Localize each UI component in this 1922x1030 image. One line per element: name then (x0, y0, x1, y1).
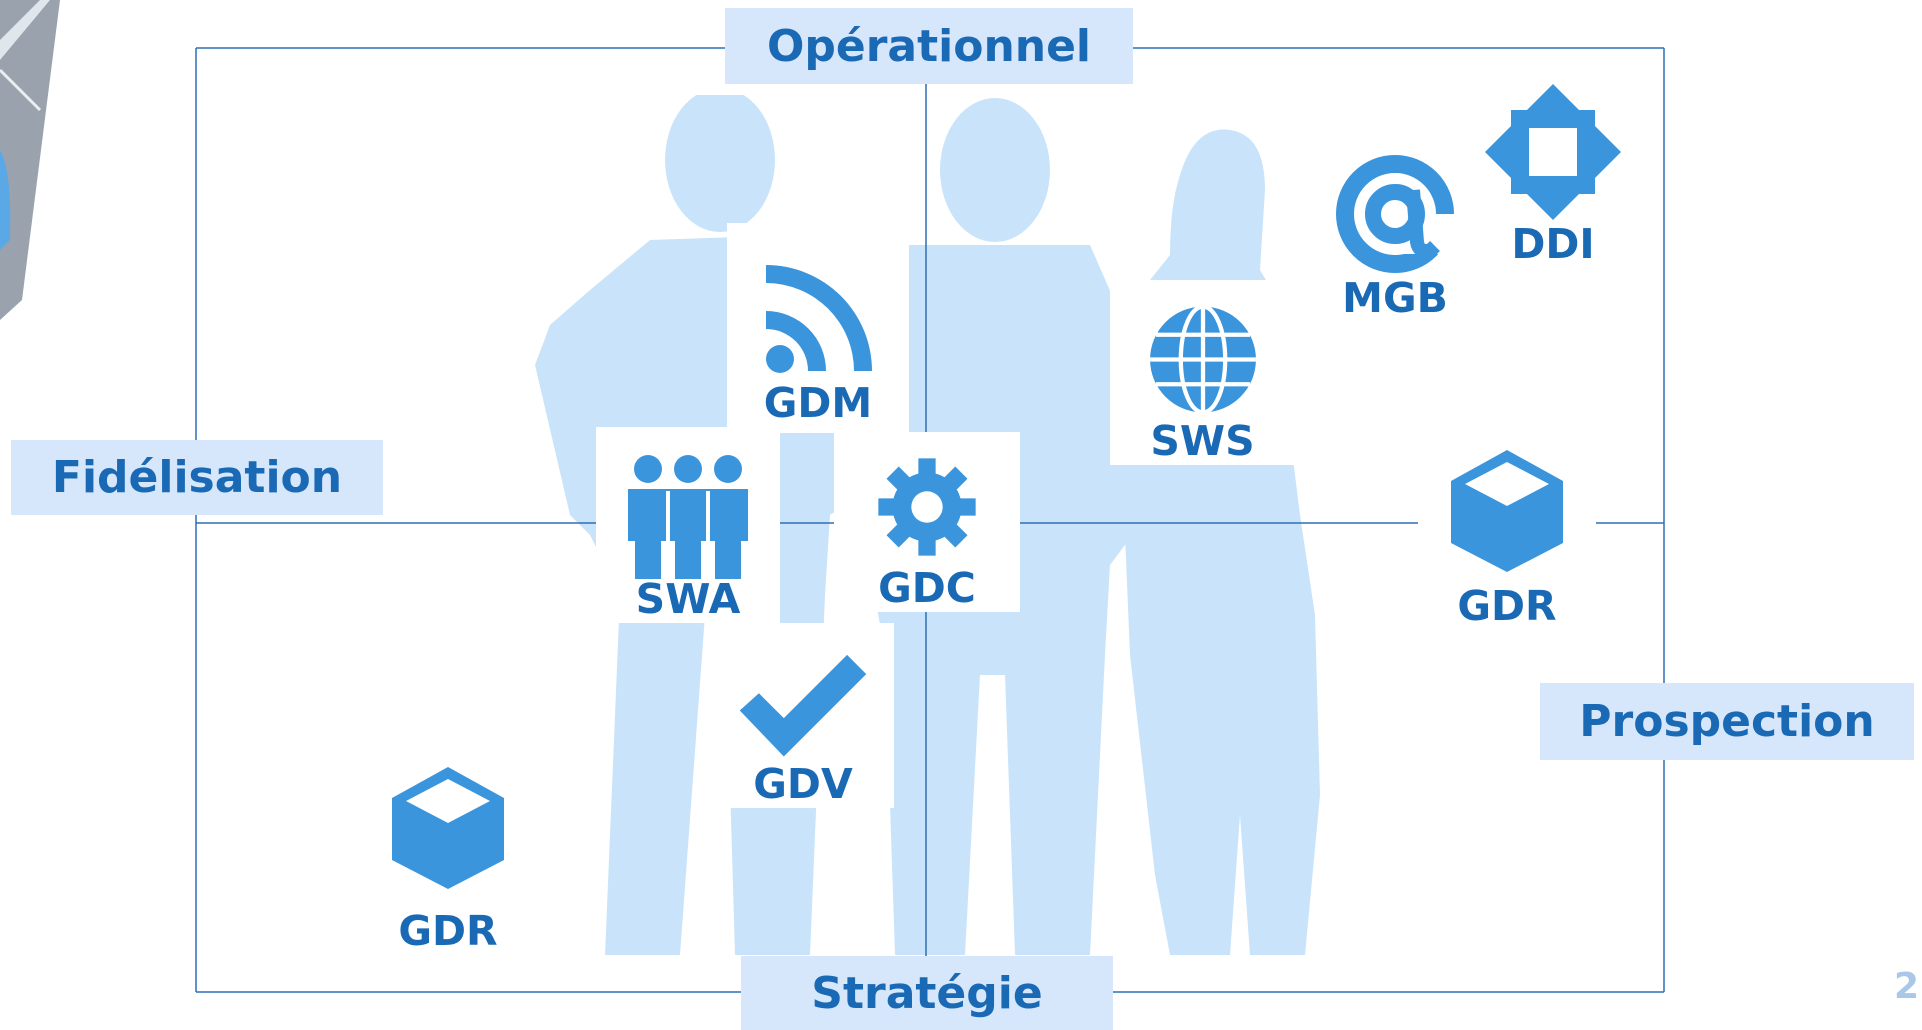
item-label-gdm: GDM (763, 379, 873, 427)
item-gdv: GDV (712, 623, 894, 808)
axis-label-left: Fidélisation (11, 440, 383, 515)
item-ddi: DDI (1485, 84, 1621, 268)
item-label-ddi: DDI (1511, 220, 1595, 268)
item-label-gdr-right: GDR (1457, 582, 1557, 630)
axis-label-bottom: Stratégie (741, 956, 1113, 1030)
item-label-gdv: GDV (753, 760, 853, 808)
item-mgb: MGB (1330, 150, 1460, 322)
item-gdm: GDM (727, 223, 909, 433)
item-label-sws: SWS (1150, 417, 1255, 465)
item-label-mgb: MGB (1342, 274, 1448, 322)
checkmark-icon (739, 654, 867, 757)
gear-icon (878, 458, 976, 556)
cube-icon (392, 767, 504, 889)
item-sws: SWS (1110, 280, 1295, 465)
item-label-swa: SWA (635, 575, 741, 623)
item-gdc: GDC (834, 432, 1020, 612)
item-gdr-left: GDR (390, 763, 506, 955)
at-sign-icon (1336, 155, 1459, 273)
globe-icon (1149, 304, 1256, 415)
item-label-gdr-left: GDR (398, 907, 498, 955)
axis-label-right: Prospection (1540, 683, 1914, 760)
cube-icon (1451, 450, 1563, 572)
axis-label-top: Opérationnel (725, 8, 1133, 84)
item-label-gdc: GDC (878, 564, 976, 612)
item-swa: SWA (596, 427, 780, 623)
corner-decoration (0, 0, 60, 320)
item-gdr-right: GDR (1418, 448, 1596, 648)
move-arrows-icon (1485, 84, 1621, 220)
rss-icon (766, 265, 872, 373)
people-icon (628, 455, 748, 579)
page-number: 2 (1894, 966, 1920, 1007)
